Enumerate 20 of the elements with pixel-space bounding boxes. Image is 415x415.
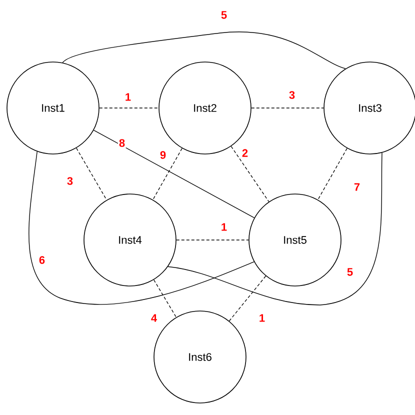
edge-label: 6 — [38, 255, 46, 265]
edge-label: 7 — [352, 182, 362, 192]
edge-label: 8 — [118, 138, 126, 148]
edge-label: 5 — [346, 267, 354, 277]
connector-line — [228, 276, 266, 322]
connector-line — [230, 146, 270, 202]
connector-line — [62, 32, 346, 69]
connector-line — [168, 152, 382, 306]
connector-line — [318, 148, 348, 200]
connector-line — [76, 148, 107, 200]
edge-label: 3 — [288, 90, 296, 100]
connector-line — [28, 151, 254, 305]
connector-line — [153, 279, 177, 318]
edge-label: 1 — [258, 313, 266, 323]
connector-line — [93, 130, 255, 218]
edge-label: 1 — [220, 222, 228, 232]
connector-line — [152, 148, 182, 200]
edge-label: 3 — [66, 176, 74, 186]
edge-label: 1 — [124, 92, 132, 102]
edge-label: 5 — [220, 10, 228, 20]
